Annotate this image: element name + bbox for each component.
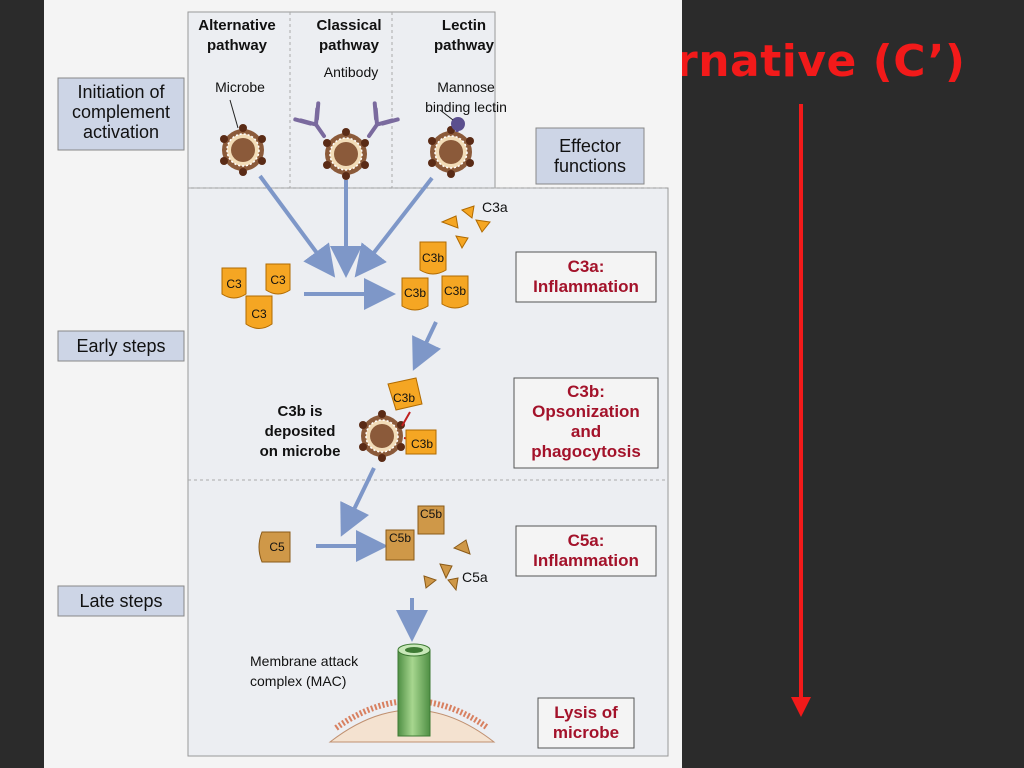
c3a-fragments bbox=[440, 205, 491, 250]
c3-label-2: C3 bbox=[270, 273, 286, 287]
c5a-label: C5a bbox=[462, 569, 488, 585]
late-steps-box bbox=[57, 585, 185, 617]
c5-component: C5 bbox=[258, 531, 291, 563]
arrow-lectin bbox=[354, 176, 434, 278]
c3b-label-3: C3b bbox=[444, 284, 466, 298]
late-steps-label: Late steps bbox=[79, 591, 162, 611]
mannose-lectin-icon bbox=[451, 117, 465, 131]
c5b-label-2: C5b bbox=[389, 531, 411, 545]
c3a-effect-label: C3a:Inflammation bbox=[533, 257, 639, 296]
arrow-to-c5 bbox=[340, 467, 376, 537]
arrow-alternative bbox=[258, 174, 336, 278]
c5a-effect-box bbox=[515, 525, 657, 577]
c3a-label: C3a bbox=[482, 199, 508, 215]
c3a-effect-box bbox=[515, 251, 657, 303]
arrow-c3b-deposition bbox=[412, 321, 442, 371]
c5b-label-1: C5b bbox=[420, 507, 442, 521]
c5a-fragments bbox=[423, 539, 471, 592]
c3b-label-2: C3b bbox=[404, 286, 426, 300]
c5b-cluster: C5b C5b bbox=[385, 505, 445, 561]
microbe-label: Microbe bbox=[215, 79, 265, 95]
c3b-label-1: C3b bbox=[422, 251, 444, 265]
c3-label-3: C3 bbox=[251, 307, 267, 321]
c3b-bound-label-2: C3b bbox=[411, 437, 433, 451]
c3-label-1: C3 bbox=[226, 277, 242, 291]
initiation-label-box bbox=[57, 77, 185, 151]
mac-pore bbox=[397, 643, 431, 737]
c3b-cluster: C3b C3b C3b bbox=[401, 241, 469, 311]
c5-label: C5 bbox=[269, 540, 285, 554]
antibody-label: Antibody bbox=[324, 64, 378, 80]
effector-label-box bbox=[535, 127, 645, 185]
early-steps-box bbox=[57, 330, 185, 362]
c3b-bound-cluster: C3b C3b bbox=[387, 377, 437, 455]
c5a-effect-label: C5a:Inflammation bbox=[533, 531, 639, 570]
c3b-bound-label-1: C3b bbox=[393, 391, 415, 405]
early-steps-label: Early steps bbox=[76, 336, 165, 356]
c3-cluster: C3 C3 C3 bbox=[221, 263, 291, 329]
lysis-effect-box bbox=[537, 697, 635, 749]
c3b-effect-box bbox=[513, 377, 659, 469]
